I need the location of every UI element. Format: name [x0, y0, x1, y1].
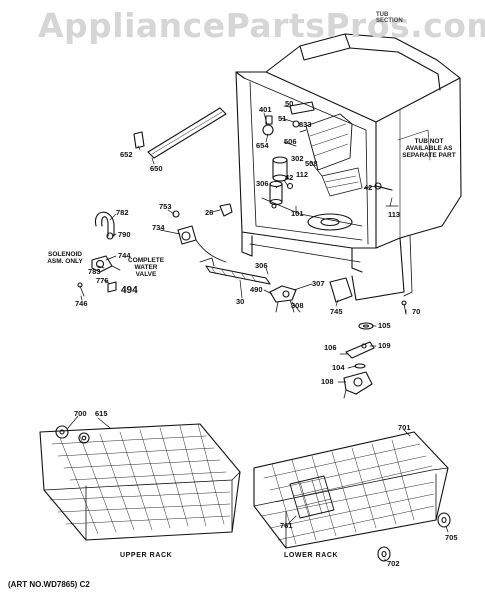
tub-tag-line-2: SECTION [376, 18, 403, 25]
tub-note-line-2: AVAILABLE AS [405, 145, 453, 153]
part-label: 30 [236, 297, 245, 306]
part-label: 654 [256, 141, 269, 150]
part-label: 42 [285, 173, 294, 182]
part-label: 615 [95, 409, 108, 418]
water-valve-note-line-1: COMPLETE [127, 257, 165, 264]
part-label: 113 [388, 210, 401, 219]
part-label: 702 [387, 559, 400, 568]
upper-rack-caption: UPPER RACK [120, 552, 173, 559]
part-label: 746 [75, 299, 88, 308]
tub-note-line-3: SEPARATE PART [402, 152, 456, 160]
part-label: 302 [291, 154, 304, 163]
part-label: 51 [278, 114, 287, 123]
part-label: 101 [291, 209, 304, 218]
art-number: (ART NO.WD7865) C2 [8, 580, 90, 589]
gasket-parts [133, 107, 227, 159]
part-label: 306 [256, 179, 269, 188]
part-label: 650 [150, 164, 163, 173]
part-label: 753 [159, 202, 172, 211]
part-label: 105 [378, 321, 391, 330]
solenoid-note-line-2: ASM. ONLY [47, 258, 83, 266]
valve-parts [77, 203, 233, 297]
part-label: 70 [412, 307, 421, 316]
part-label: 508 [305, 159, 318, 168]
part-label: 494 [121, 285, 138, 296]
tub [235, 33, 462, 301]
part-label: 700 [74, 409, 87, 418]
part-label: 306 [255, 261, 268, 270]
tub-tag-line-1: TUB [376, 12, 389, 18]
part-label: 734 [152, 223, 165, 232]
solenoid-note: SOLENOID ASM. ONLY [42, 251, 88, 265]
part-label: 744 [118, 251, 131, 260]
lower-rack-caption: LOWER RACK [284, 552, 339, 559]
tub-note-line-1: TUB NOT [414, 138, 444, 145]
part-label: 42 [364, 183, 373, 192]
part-label: 308 [291, 301, 304, 310]
lower-rack [253, 431, 451, 562]
part-label: 761 [280, 521, 293, 530]
water-valve-note-line-2: WATER [134, 264, 158, 272]
watermark: AppliancePartsPros.com [38, 6, 485, 45]
part-label: 776 [96, 276, 109, 285]
part-label: 783 [88, 267, 101, 276]
water-valve-note-line-3: VALVE [135, 271, 157, 279]
part-label: 50 [285, 99, 294, 108]
part-label: 108 [321, 377, 334, 386]
part-label: 401 [259, 105, 272, 114]
kickplate-parts [199, 257, 271, 285]
part-label: 490 [250, 285, 263, 294]
part-label: 104 [332, 363, 345, 372]
part-label: 506 [284, 137, 297, 146]
tub-note: TUB NOT AVAILABLE AS SEPARATE PART [396, 138, 462, 159]
tub-section-tag: TUB SECTION [376, 12, 403, 25]
pump-parts [269, 277, 407, 399]
part-label: 109 [378, 341, 391, 350]
part-label: 112 [296, 170, 309, 179]
part-label: 745 [330, 307, 343, 316]
water-valve-note: COMPLETE WATER VALVE [126, 257, 166, 278]
part-label: 26 [205, 208, 214, 217]
part-label: 790 [118, 230, 131, 239]
part-label: 833 [299, 120, 312, 129]
part-label: 701 [398, 423, 411, 432]
part-label: 705 [445, 533, 458, 542]
upper-rack [39, 423, 241, 541]
part-label: 652 [120, 150, 133, 159]
part-label: 307 [312, 279, 325, 288]
tub-front-parts [262, 101, 315, 209]
part-label: 106 [324, 343, 337, 352]
leader-lines [67, 105, 449, 561]
solenoid-note-line-1: SOLENOID [48, 251, 82, 258]
part-label: 782 [116, 208, 129, 217]
